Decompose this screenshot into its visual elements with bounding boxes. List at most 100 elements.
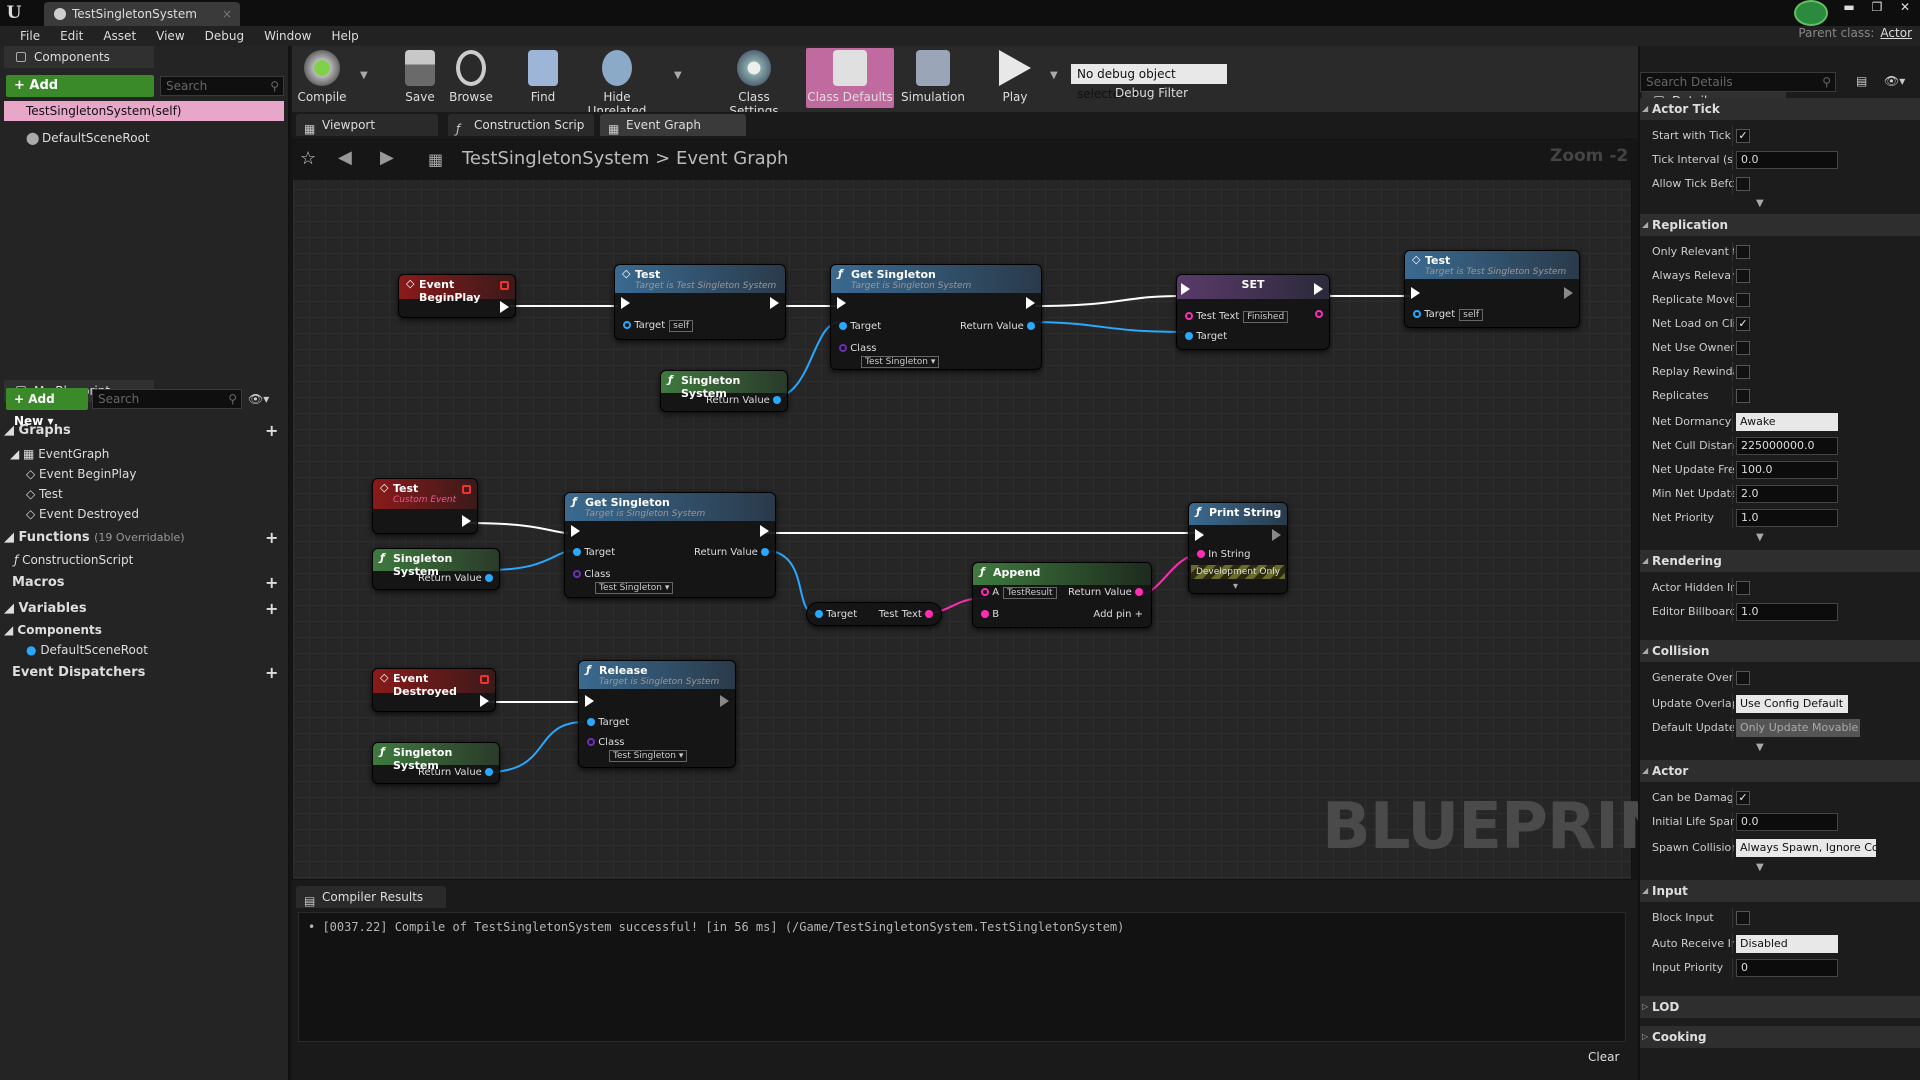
menu-view[interactable]: View: [156, 29, 185, 43]
exec-out-pin[interactable]: [480, 695, 489, 707]
return-value-pin[interactable]: Return Value: [418, 767, 493, 778]
details-search-input[interactable]: Search Details ⚲: [1640, 72, 1836, 92]
add-component-button[interactable]: + Add Component ▾: [6, 75, 154, 115]
class-pin[interactable]: Class: [587, 737, 625, 748]
block-input-checkbox[interactable]: [1736, 911, 1750, 925]
class-settings-button[interactable]: Class Settings: [712, 50, 796, 118]
add-variable-button[interactable]: +: [265, 599, 279, 618]
section-input[interactable]: Input: [1640, 880, 1920, 902]
graphs-section[interactable]: ◢ Graphs: [4, 423, 71, 438]
net-use-owner-checkbox[interactable]: [1736, 341, 1750, 355]
section-rendering[interactable]: Rendering: [1640, 550, 1920, 572]
exec-out-pin[interactable]: [770, 297, 779, 309]
exec-out-pin[interactable]: [1564, 287, 1573, 299]
add-pin-button[interactable]: Add pin +: [1093, 609, 1143, 620]
exec-out-pin[interactable]: [500, 301, 509, 313]
function-item-construction-script[interactable]: ƒ ConstructionScript: [14, 553, 134, 567]
event-dispatchers-section[interactable]: Event Dispatchers: [12, 665, 146, 680]
min-net-update-input[interactable]: 2.0: [1736, 485, 1838, 503]
add-function-button[interactable]: +: [265, 528, 279, 547]
maximize-button[interactable]: ❐: [1871, 0, 1883, 14]
section-actor-tick[interactable]: Actor Tick: [1640, 98, 1920, 120]
add-dispatcher-button[interactable]: +: [265, 663, 279, 682]
exec-out-pin[interactable]: [720, 695, 729, 707]
input-priority-input[interactable]: 0: [1736, 959, 1838, 977]
exec-in-pin[interactable]: [571, 525, 580, 537]
section-replication[interactable]: Replication: [1640, 214, 1920, 236]
hide-unrelated-button[interactable]: Hide Unrelated: [574, 50, 660, 118]
exec-out-pin[interactable]: [462, 515, 471, 527]
simulation-button[interactable]: Simulation: [900, 50, 966, 112]
in-string-pin[interactable]: In String: [1197, 549, 1251, 560]
clear-log-button[interactable]: Clear: [1588, 1050, 1620, 1064]
can-be-damaged-checkbox[interactable]: ✓: [1736, 791, 1750, 805]
net-cull-input[interactable]: 225000000.0: [1736, 437, 1838, 455]
return-value-pin[interactable]: Return Value: [1068, 587, 1143, 598]
blueprint-search-input[interactable]: Search ⚲: [92, 389, 242, 409]
minimize-button[interactable]: ▬: [1843, 0, 1855, 14]
play-button[interactable]: Play: [992, 50, 1038, 112]
class-select[interactable]: Test Singleton ▾: [605, 750, 688, 762]
parent-class-link[interactable]: Actor: [1880, 26, 1912, 40]
forward-arrow-icon[interactable]: ▶: [380, 147, 394, 168]
menu-help[interactable]: Help: [331, 29, 359, 43]
exec-out-pin[interactable]: [1026, 297, 1035, 309]
hide-unrelated-dropdown-icon[interactable]: ▼: [674, 70, 682, 81]
functions-section[interactable]: ◢ Functions (19 Overridable): [4, 530, 185, 545]
test-text-out-pin[interactable]: Test Text: [879, 609, 933, 620]
node-get-test-text[interactable]: Target Test Text: [806, 602, 942, 626]
close-window-button[interactable]: ✕: [1899, 0, 1911, 14]
event-graph-item[interactable]: ◢ ▦ EventGraph: [10, 447, 110, 461]
advanced-expand-icon[interactable]: ▼: [1756, 198, 1764, 209]
menu-edit[interactable]: Edit: [60, 29, 84, 43]
eye-visibility-icon[interactable]: 👁▾: [1884, 74, 1906, 88]
section-collision[interactable]: Collision: [1640, 640, 1920, 662]
target-pin[interactable]: Target: [587, 717, 629, 728]
find-button[interactable]: Find: [520, 50, 566, 112]
net-update-freq-input[interactable]: 100.0: [1736, 461, 1838, 479]
source-control-badge-icon[interactable]: [1794, 0, 1828, 26]
class-select[interactable]: Test Singleton ▾: [857, 356, 940, 368]
exec-in-pin[interactable]: [837, 297, 846, 309]
advanced-expand-icon[interactable]: ▼: [1756, 532, 1764, 543]
node-event-beginplay[interactable]: ◇Event BeginPlay: [398, 274, 516, 318]
advanced-expand-icon[interactable]: ▼: [1756, 862, 1764, 873]
start-with-tick-checkbox[interactable]: ✓: [1736, 129, 1750, 143]
tick-interval-input[interactable]: 0.0: [1736, 151, 1838, 169]
exec-out-pin[interactable]: [1314, 283, 1323, 295]
back-arrow-icon[interactable]: ◀: [338, 147, 352, 168]
only-relevant-checkbox[interactable]: [1736, 245, 1750, 259]
menu-file[interactable]: File: [20, 29, 41, 43]
tab-event-graph[interactable]: ▦Event Graph: [600, 114, 746, 136]
return-value-pin[interactable]: Return Value: [694, 547, 769, 558]
favorite-star-icon[interactable]: ☆: [300, 148, 317, 169]
allow-tick-before-checkbox[interactable]: [1736, 177, 1750, 191]
variable-default-scene-root[interactable]: ● DefaultSceneRoot: [26, 643, 148, 657]
close-tab-icon[interactable]: ×: [221, 7, 232, 21]
variables-section[interactable]: ◢ Variables: [4, 601, 87, 616]
compile-button[interactable]: Compile: [296, 50, 348, 112]
document-tab[interactable]: TestSingletonSystem ×: [44, 2, 240, 26]
exec-in-pin[interactable]: [1195, 529, 1204, 541]
return-value-pin[interactable]: Return Value: [960, 321, 1035, 332]
target-pin[interactable]: Target: [815, 609, 857, 620]
spawn-collision-select[interactable]: Always Spawn, Ignore Co: [1736, 839, 1876, 857]
components-search-input[interactable]: Search ⚲: [160, 76, 284, 96]
generate-overlap-checkbox[interactable]: [1736, 671, 1750, 685]
graph-item-begin-play[interactable]: ◇ Event BeginPlay: [26, 467, 137, 481]
section-lod[interactable]: LOD: [1640, 996, 1920, 1018]
target-pin[interactable]: Target: [839, 321, 881, 332]
editor-billboard-input[interactable]: 1.0: [1736, 603, 1838, 621]
initial-life-span-input[interactable]: 0.0: [1736, 813, 1838, 831]
